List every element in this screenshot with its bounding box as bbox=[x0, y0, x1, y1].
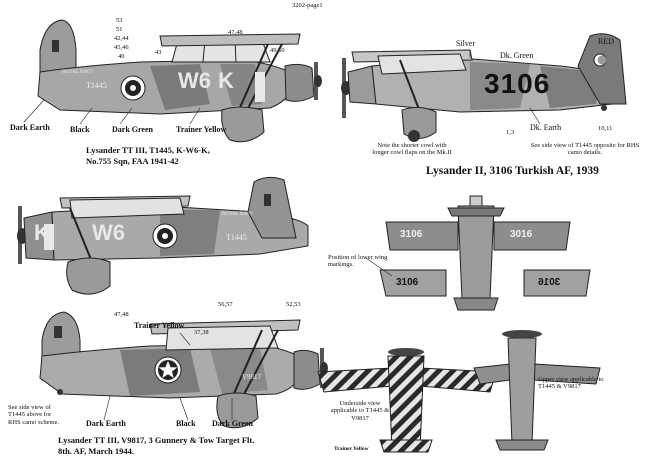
serial-marking: V9817 bbox=[242, 373, 262, 381]
underside-note: Underside view applicable to T1445 & V98… bbox=[330, 400, 390, 422]
underside-view bbox=[317, 348, 497, 453]
wing-number: 3106 bbox=[396, 277, 419, 288]
profile-3-side-note: See side view of T1445 above for RHS cam… bbox=[8, 404, 60, 426]
callout: 42,44 bbox=[114, 35, 129, 42]
callout: 52,53 bbox=[286, 301, 301, 308]
leader-lines bbox=[23, 50, 541, 421]
color-label: Dark Earth bbox=[86, 419, 126, 428]
planform-views bbox=[379, 195, 591, 311]
callout: 49,50 bbox=[270, 47, 285, 54]
color-label: Dark Green bbox=[212, 419, 253, 428]
color-label: Trainer Yellow bbox=[176, 125, 227, 134]
wing-number: 3016 bbox=[538, 277, 561, 288]
royal-navy-marking: ROYAL NAVY bbox=[62, 70, 94, 75]
turkish-number-marking: 3106 bbox=[484, 68, 551, 99]
profile-1-caption-line-1: Lysander TT III, T1445, K-W6-K, bbox=[86, 145, 210, 155]
upper-view bbox=[473, 330, 601, 451]
color-label: Black bbox=[176, 419, 196, 428]
turkish-aircraft bbox=[341, 33, 627, 142]
color-label: Dk. Green bbox=[500, 51, 534, 60]
callout: 37,38 bbox=[194, 329, 209, 336]
callout: 51 bbox=[116, 26, 123, 33]
royal-navy-marking: ROYAL NAVY bbox=[222, 212, 254, 217]
serial-marking: T1445 bbox=[86, 81, 107, 90]
serial-marking: T1445 bbox=[226, 233, 247, 242]
profile-2-aircraft bbox=[17, 176, 309, 295]
callout: 47,48 bbox=[228, 29, 243, 36]
color-label: RED bbox=[598, 37, 614, 46]
profile-1-aircraft bbox=[37, 19, 322, 143]
callout: 43 bbox=[155, 49, 162, 56]
color-label: Trainer Yellow bbox=[134, 321, 185, 330]
code-marking: W6 bbox=[92, 220, 125, 245]
callout: 40 bbox=[118, 53, 125, 60]
color-label: Trainer Yellow bbox=[334, 446, 369, 452]
upper-view-note: Upper view applicable to T1445 & V9817 bbox=[538, 376, 604, 391]
color-label: Black bbox=[70, 125, 90, 134]
code-letter-marking: K bbox=[218, 68, 234, 93]
code-marking: W6 bbox=[178, 68, 211, 93]
callout: 45,46 bbox=[114, 44, 129, 51]
profile-1-caption-line-2: No.755 Sqn, FAA 1941-42 bbox=[86, 156, 179, 166]
planform-position-note: Position of lower wing markings. bbox=[328, 254, 388, 269]
profile-3-caption-line-2: 8th. AF, March 1944. bbox=[58, 446, 135, 456]
wing-number: 3016 bbox=[510, 229, 533, 240]
color-label: Dark Earth bbox=[10, 123, 50, 132]
color-label: Dark Green bbox=[112, 125, 153, 134]
wing-number: 3106 bbox=[400, 229, 423, 240]
callout: 10,11 bbox=[598, 125, 613, 132]
callout: 47,48 bbox=[114, 311, 129, 318]
callout: 53 bbox=[116, 17, 123, 24]
code-letter-marking: K bbox=[34, 220, 50, 245]
turkish-caption: Lysander II, 3106 Turkish AF, 1939 bbox=[426, 165, 599, 177]
turkish-note-right: See side view of T1445 opposite for RHS … bbox=[530, 142, 640, 157]
profile-3-aircraft bbox=[39, 311, 328, 429]
turkish-note-left: Note the shorter cowl with longer cowl f… bbox=[372, 142, 452, 157]
profile-3-caption-line-1: Lysander TT III, V9817, 3 Gunnery & Tow … bbox=[58, 435, 255, 445]
color-label: Silver bbox=[456, 39, 476, 48]
color-label: Dk. Earth bbox=[530, 123, 562, 132]
callout: 1,3 bbox=[506, 129, 515, 136]
callout: 56,57 bbox=[218, 301, 233, 308]
page-reference: 3202-page1 bbox=[292, 2, 323, 9]
